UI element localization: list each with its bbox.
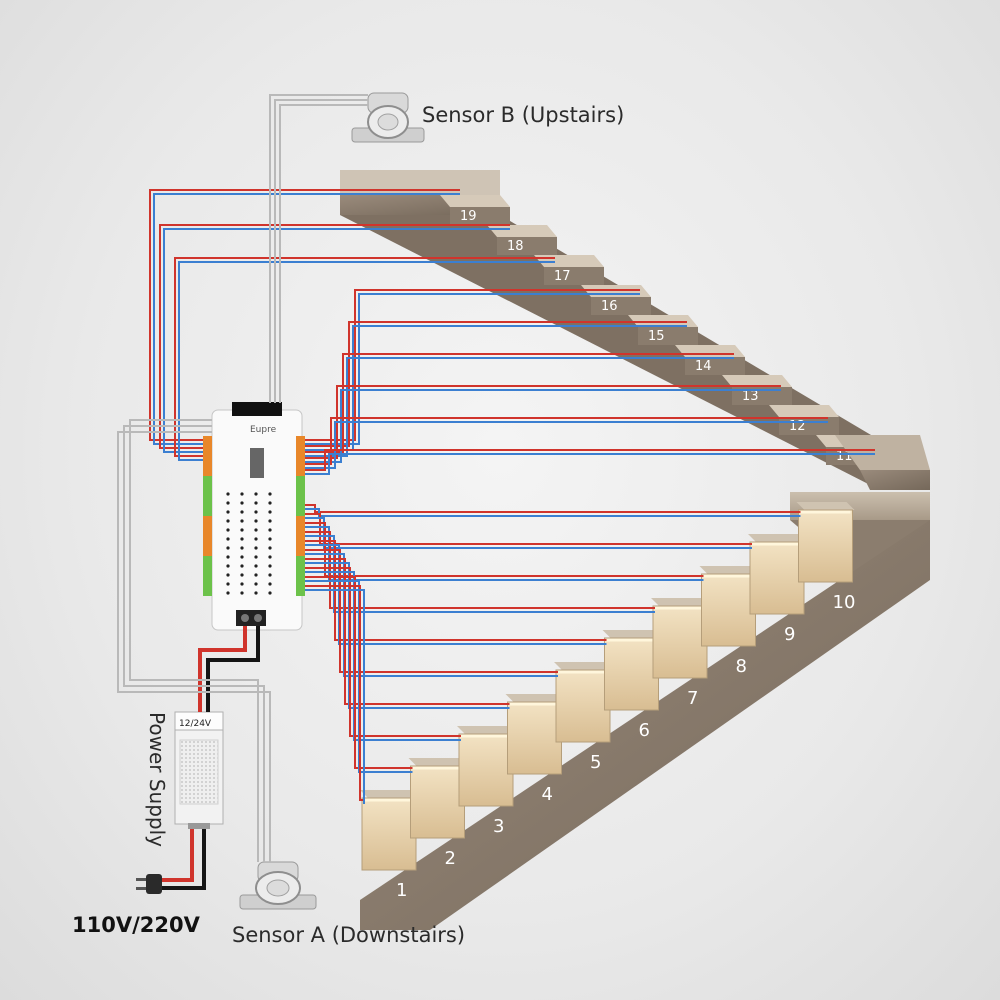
step-number: 10 <box>833 592 856 613</box>
lower-step: 8 <box>699 566 758 677</box>
controller: Eupre <box>203 402 305 631</box>
lower-step: 5 <box>554 662 612 773</box>
wire <box>305 585 364 801</box>
wire <box>305 508 801 517</box>
step-number: 3 <box>493 816 504 837</box>
lower-step: 2 <box>408 758 467 869</box>
wire <box>305 549 558 673</box>
voltage-label: 110V/220V <box>72 913 201 937</box>
plug-icon <box>136 874 162 894</box>
sensor-a <box>239 861 317 910</box>
step-number: 16 <box>601 299 618 314</box>
lower-step: 7 <box>651 598 709 709</box>
wire <box>149 189 460 441</box>
wire <box>305 558 510 705</box>
step-number: 1 <box>396 880 407 901</box>
upper-step: 15 <box>628 315 698 345</box>
lower-step: 1 <box>360 790 418 901</box>
wiring <box>149 189 875 804</box>
wire <box>305 526 704 581</box>
wire <box>163 228 510 453</box>
wire <box>305 576 413 769</box>
step-number: 9 <box>784 624 795 645</box>
wire <box>174 257 555 457</box>
upper-step: 17 <box>534 255 604 285</box>
upper-step: 16 <box>581 285 651 315</box>
controller-brand: Eupre <box>250 425 277 435</box>
lower-step: 4 <box>505 694 564 805</box>
lower-steps: 1 2 3 4 5 6 7 8 9 10 <box>360 502 855 901</box>
step-number: 13 <box>742 389 759 404</box>
wire <box>305 321 687 447</box>
wire <box>305 522 704 577</box>
wire <box>305 417 828 465</box>
upper-step: 12 <box>769 405 839 435</box>
upper-step: 19 <box>440 195 510 225</box>
step-number: 15 <box>648 329 665 344</box>
wire <box>305 504 801 513</box>
step-number: 6 <box>639 720 650 741</box>
step-number: 5 <box>590 752 601 773</box>
wire <box>305 567 461 737</box>
sensor-b-label: Sensor B (Upstairs) <box>422 103 624 127</box>
power-supply-label: Power Supply <box>145 712 169 847</box>
wire <box>305 453 875 475</box>
sensor-b <box>351 92 425 143</box>
wire <box>305 571 461 741</box>
wire <box>305 421 828 469</box>
upper-step: 14 <box>675 345 745 375</box>
step-number: 4 <box>542 784 553 805</box>
upper-step: 13 <box>722 375 792 405</box>
sensor-a-label: Sensor A (Downstairs) <box>232 923 465 947</box>
step-number: 14 <box>695 359 712 374</box>
step-number: 2 <box>445 848 456 869</box>
lower-step: 3 <box>457 726 515 837</box>
step-number: 19 <box>460 209 477 224</box>
power-supply <box>174 711 224 829</box>
wire <box>305 449 875 471</box>
wire <box>305 389 781 463</box>
wire <box>159 224 510 449</box>
psu-rating: 12/24V <box>179 719 212 729</box>
wire <box>305 589 365 804</box>
wire <box>178 261 555 461</box>
wire <box>153 193 460 445</box>
step-number: 7 <box>687 688 698 709</box>
lower-step: 6 <box>602 630 661 741</box>
step-number: 18 <box>507 239 524 254</box>
wire <box>305 531 655 609</box>
step-number: 17 <box>554 269 571 284</box>
step-number: 8 <box>736 656 747 677</box>
lower-step: 10 <box>796 502 856 613</box>
lower-step: 9 <box>748 534 806 645</box>
wire <box>305 513 752 545</box>
lower-flight: 1 2 3 4 5 6 7 8 9 10 <box>360 492 930 930</box>
